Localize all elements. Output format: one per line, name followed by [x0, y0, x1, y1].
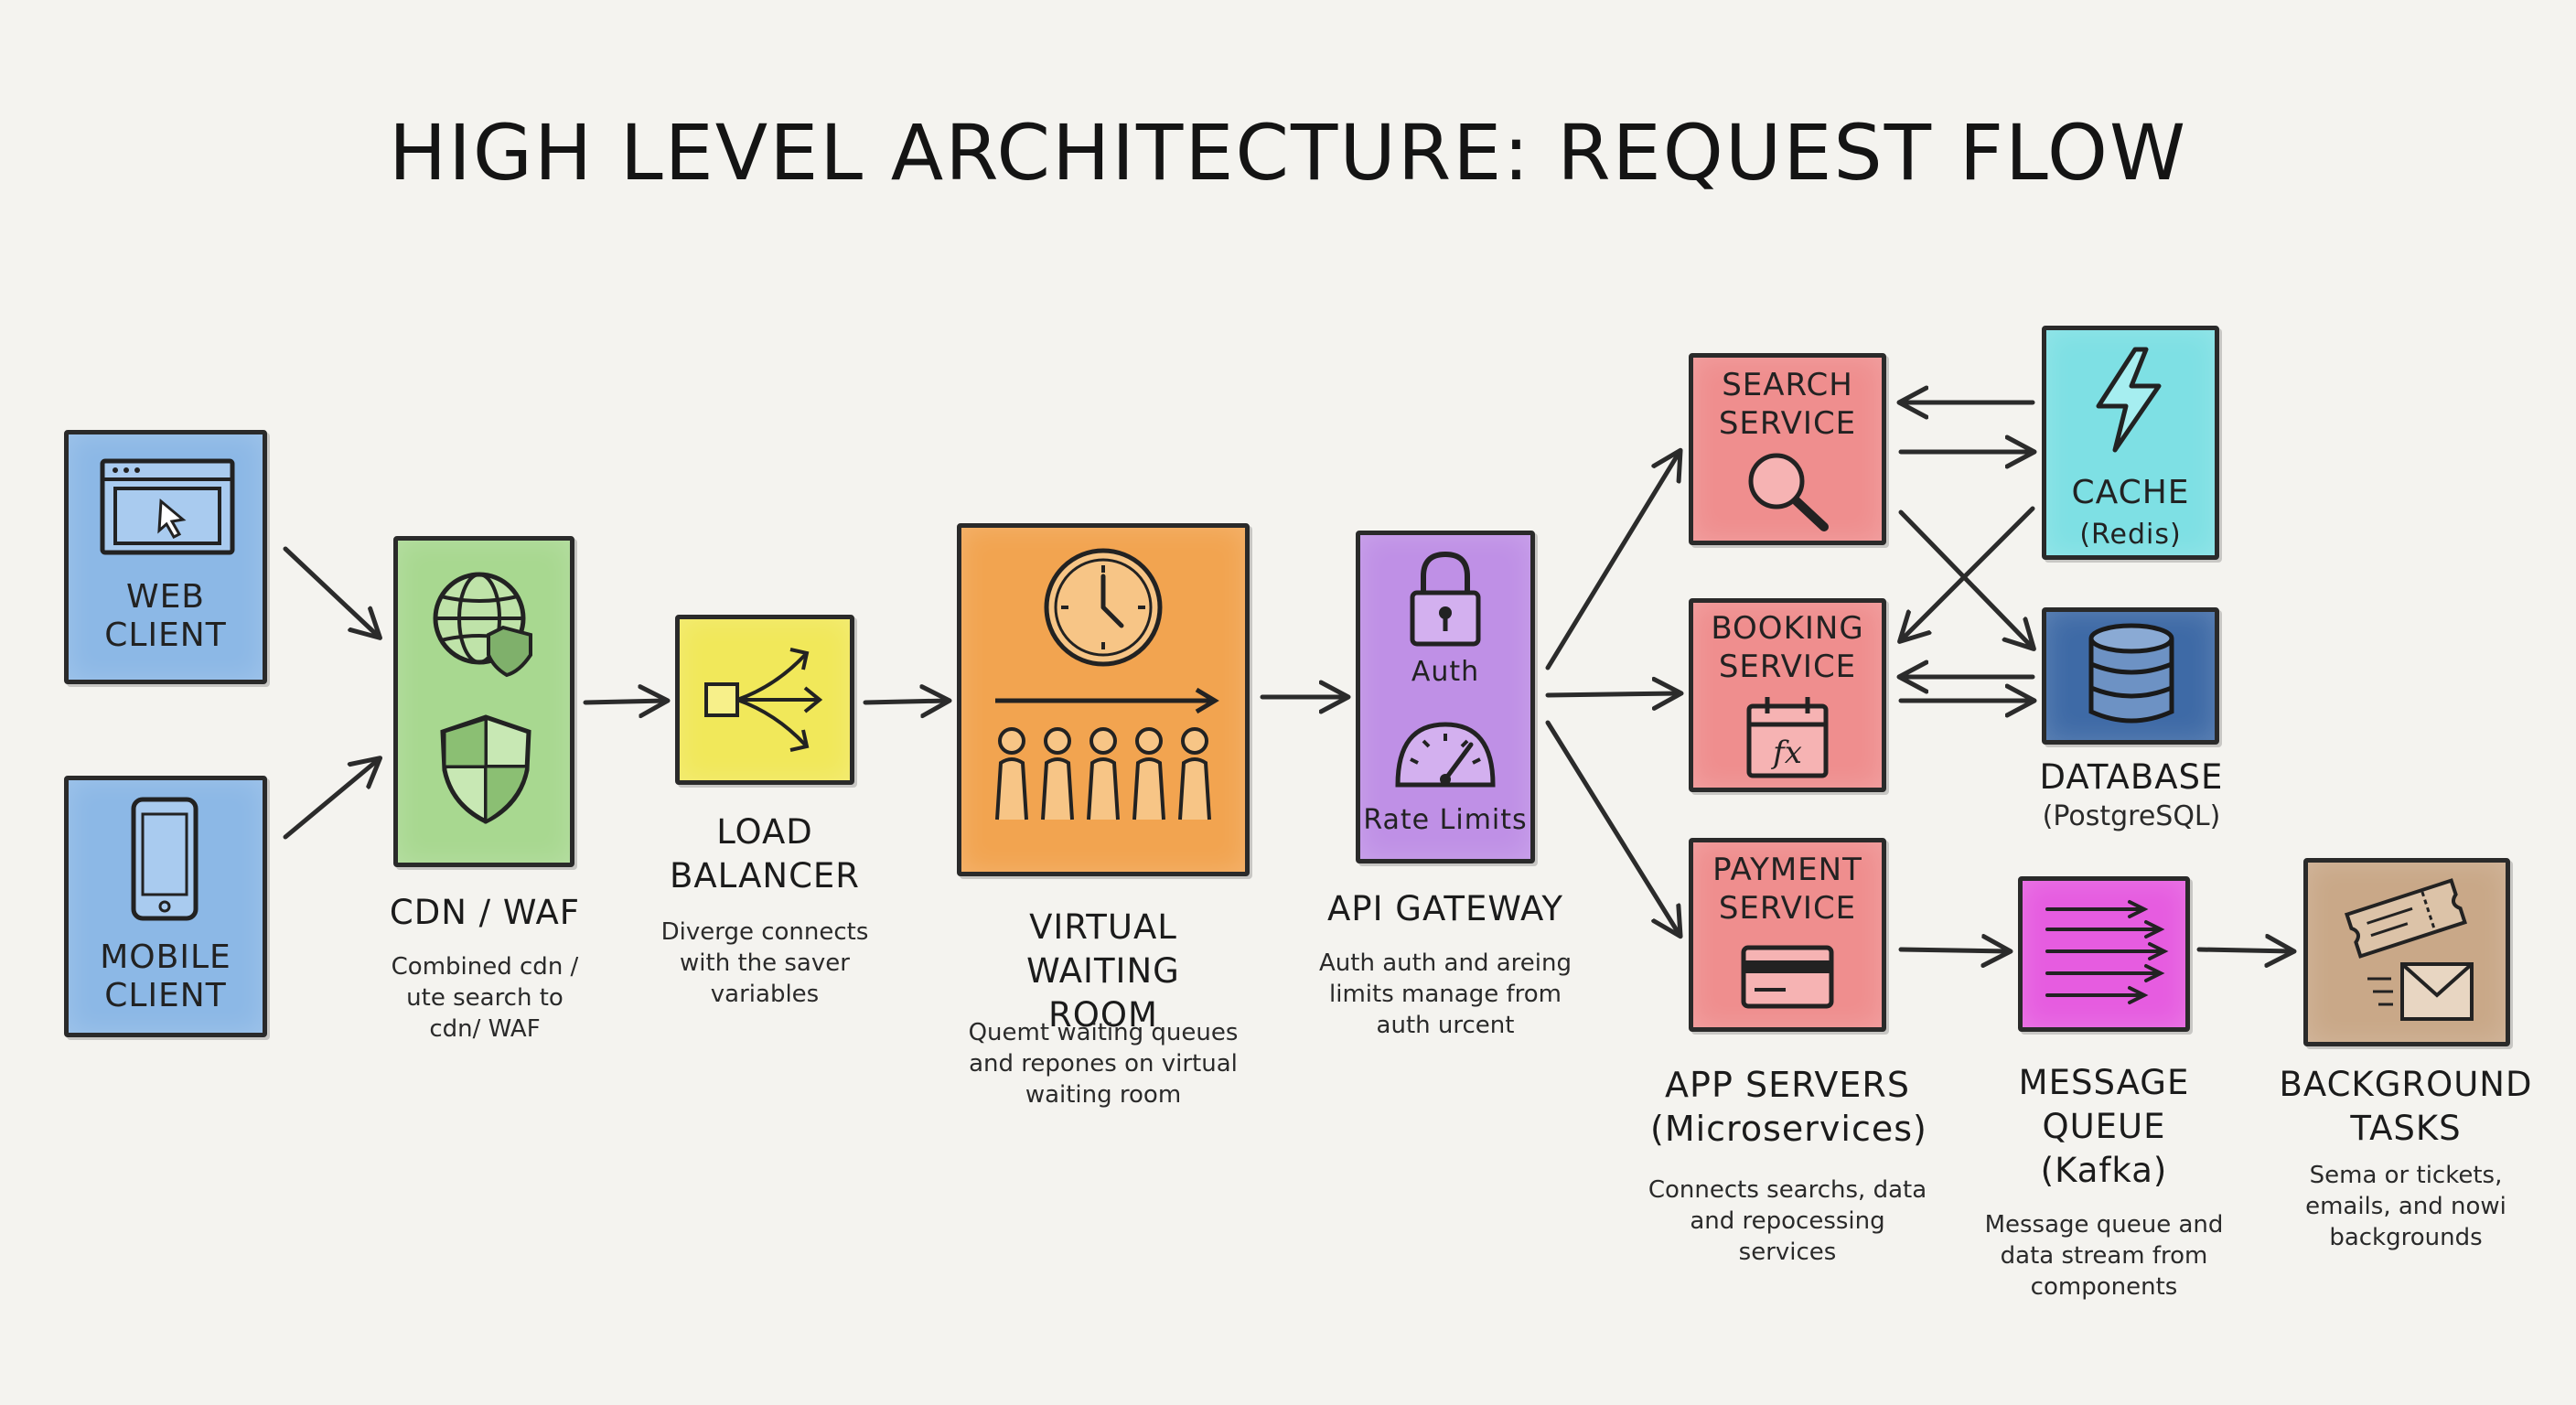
search-service-label: SEARCH SERVICE	[1718, 367, 1857, 442]
cache-sublabel: (Redis)	[2079, 519, 2182, 551]
arrow-cache-to-booking	[1901, 506, 2035, 640]
branching-arrows-icon	[704, 648, 823, 752]
arrow-mobile-to-cdn	[283, 759, 379, 840]
api-gateway-description: Auth auth and areing limits manage from …	[1319, 949, 1572, 1039]
search-service-box	[1689, 353, 1886, 545]
page-title: HIGH LEVEL ARCHITECTURE: REQUEST FLOW	[388, 108, 2188, 198]
queue-people-icon	[995, 687, 1219, 820]
background-tasks-description: Sema or tickets, emails, and nowi backgr…	[2305, 1162, 2506, 1251]
rate-limits-text: Rate Limits	[1363, 804, 1528, 836]
load-balancer-label: LOAD BALANCER	[669, 812, 861, 896]
cdn-waf-label: CDN / WAF	[389, 893, 581, 932]
magnifier-icon	[1748, 453, 1829, 531]
arrow-api-to-booking	[1545, 693, 1680, 695]
clock-icon	[1044, 548, 1163, 667]
booking-service-label: BOOKING SERVICE	[1711, 610, 1864, 685]
database-sublabel: (PostgreSQL)	[2042, 800, 2221, 832]
padlock-icon	[1410, 551, 1481, 647]
arrow-mq-to-bg	[2196, 949, 2292, 951]
gauge-icon	[1395, 722, 1496, 788]
waiting-room-description: Quemt waiting queues and repones on virt…	[968, 1019, 1239, 1109]
credit-card-icon	[1741, 945, 1834, 1009]
web-client-label: WEB CLIENT	[104, 578, 227, 654]
background-tasks-label: BACKGROUND TASKS	[2279, 1065, 2533, 1148]
ticket-icon	[2345, 878, 2467, 959]
auth-text: Auth	[1411, 656, 1480, 688]
stream-arrows-icon	[2045, 900, 2169, 1004]
arrow-api-to-search	[1545, 452, 1680, 670]
api-gateway-box	[1356, 531, 1535, 863]
database-label: DATABASE	[2039, 757, 2224, 797]
cache-label: CACHE	[2071, 474, 2190, 511]
app-servers-label: APP SERVERS (Microservices)	[1650, 1065, 1927, 1149]
calendar-function-icon: fx	[1746, 697, 1829, 778]
arrow-payment-to-mq	[1898, 949, 2009, 951]
load-balancer-description: Diverge connects with the saver variable…	[660, 918, 869, 1008]
arrow-cdn-to-lb	[583, 701, 666, 702]
cdn-waf-description: Combined cdn / ute search to cdn/ WAF	[391, 953, 579, 1043]
booking-service-box	[1689, 598, 1886, 792]
arrow-api-to-payment	[1545, 720, 1680, 935]
message-queue-label: MESSAGE QUEUE (Kafka)	[2018, 1063, 2190, 1190]
envelope-icon	[2367, 962, 2474, 1021]
smartphone-icon	[131, 797, 199, 921]
waiting-room-label: VIRTUAL WAITING ROOM	[1026, 907, 1180, 1035]
svg-text:fx: fx	[1770, 735, 1802, 771]
lightning-icon	[2096, 347, 2162, 453]
arrow-search-to-database	[1898, 509, 2033, 648]
message-queue-description: Message queue and data stream from compo…	[1984, 1211, 2224, 1301]
browser-window-icon	[100, 458, 235, 555]
shield-icon	[440, 714, 531, 824]
flow-arrows	[283, 402, 2292, 951]
payment-service-label: PAYMENT SERVICE	[1712, 852, 1862, 927]
api-gateway-label: API GATEWAY	[1327, 889, 1563, 928]
globe-shield-icon	[433, 572, 532, 678]
arrow-web-to-cdn	[283, 546, 379, 637]
arrow-lb-to-waiting	[863, 701, 948, 702]
database-cylinder-icon	[2088, 623, 2174, 724]
app-servers-description: Connects searchs, data and repocessing s…	[1648, 1176, 1927, 1266]
mobile-client-label: MOBILE CLIENT	[100, 938, 231, 1014]
